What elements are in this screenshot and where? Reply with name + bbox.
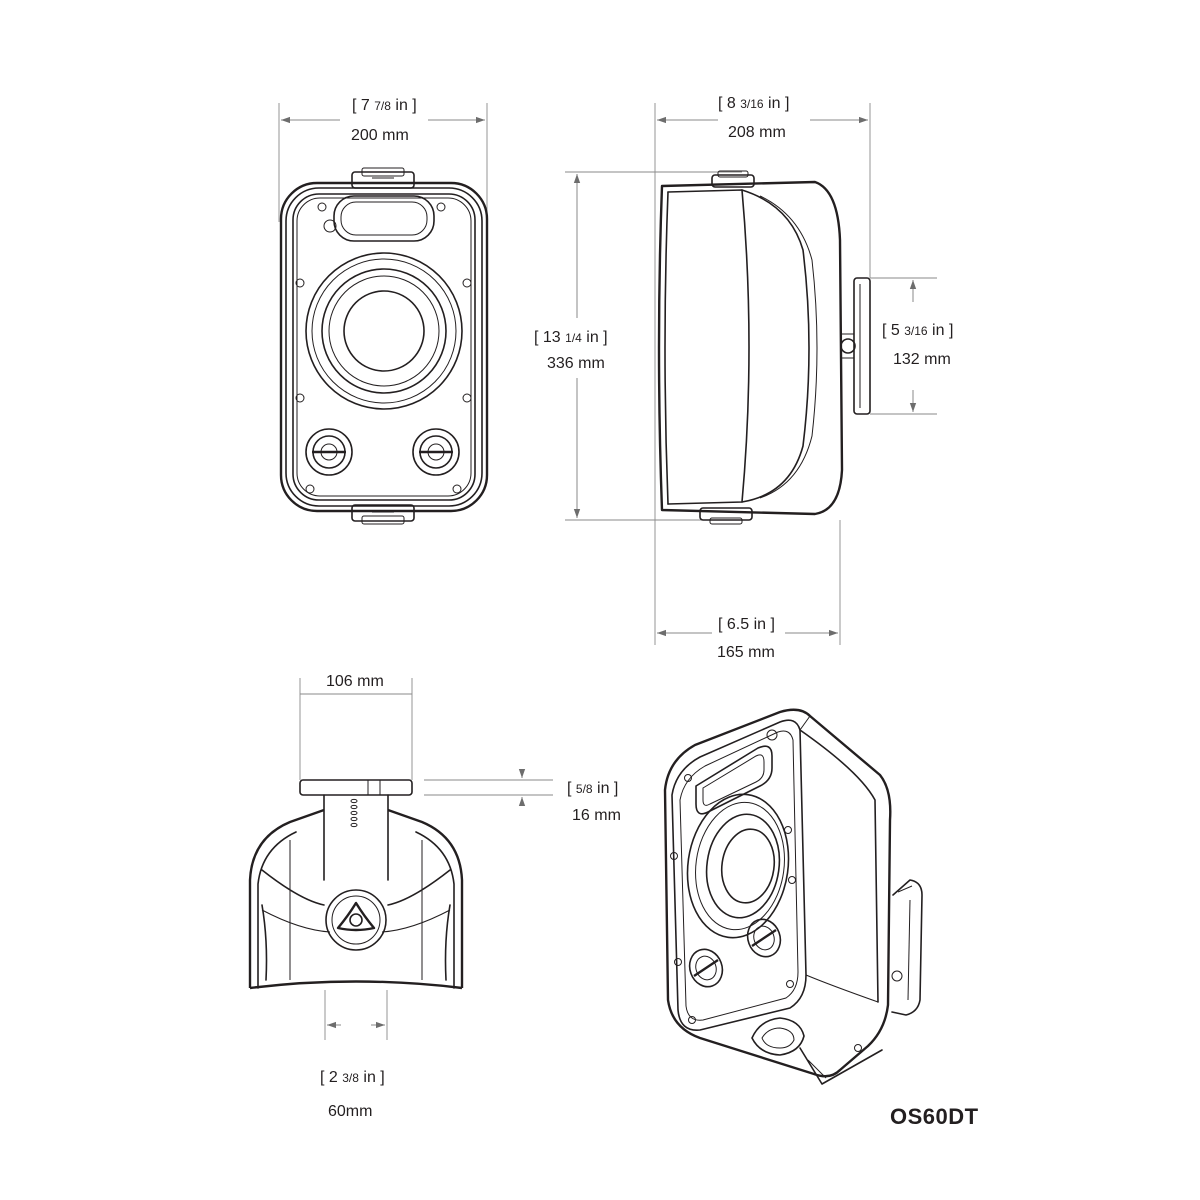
iso-screws [670,774,862,1052]
svg-text:[ 8 3/16 in ]: [ 8 3/16 in ] [718,95,789,112]
bracket-thick-metric: 16 mm [572,807,621,824]
body-depth-inch-whole: 6.5 [727,616,749,633]
isometric-view [663,708,923,1085]
side-view [565,103,937,645]
dim-bracket-thickness: [ 5/8 in ] 16 mm [567,780,621,824]
dim-side-depth: [ 8 3/16 in ] 208 mm [718,95,789,141]
bracket-inch-frac: 3/16 [904,324,928,338]
bracket-metric: 132 mm [893,351,951,368]
side-depth-metric: 208 mm [728,124,786,141]
svg-text:[ 2 3/8 in ]: [ 2 3/8 in ] [320,1069,385,1086]
front-view [278,103,489,525]
body-depth-metric: 165 mm [717,644,775,661]
bracket-hole-inch-frac: 3/8 [342,1071,359,1085]
bracket-width-metric: 106 mm [326,673,384,690]
svg-text:[ 5/8 in ]: [ 5/8 in ] [567,780,618,797]
right-knob [412,428,460,476]
svg-text:[ 7 7/8 in ]: [ 7 7/8 in ] [352,97,417,114]
dim-bracket-hole: [ 2 3/8 in ] 60mm [320,1069,385,1120]
front-screws [295,202,472,494]
iso-knob-left [688,948,724,988]
dim-height: [ 13 1/4 in ] 336 mm [534,329,608,372]
bracket-thick-inch-frac: 5/8 [576,782,593,796]
front-width-inch-whole: 7 [361,97,370,114]
iso-woofer [686,793,790,939]
woofer [305,252,463,410]
svg-text:[ 6.5 in ]: [ 6.5 in ] [718,616,775,633]
left-knob [305,428,353,476]
side-depth-inch-frac: 3/16 [740,97,764,111]
height-inch-frac: 1/4 [565,331,582,345]
bracket-hole-metric: 60mm [328,1103,372,1120]
height-metric: 336 mm [547,355,605,372]
stem-holes [350,798,358,828]
dim-bracket: [ 5 3/16 in ] 132 mm [882,322,953,368]
iso-knob-right [746,918,782,958]
bracket-inch-whole: 5 [891,322,900,339]
side-depth-inch-whole: 8 [727,95,736,112]
bracket-hole-inch-whole: 2 [329,1069,338,1086]
svg-text:[ 13 1/4 in ]: [ 13 1/4 in ] [534,329,608,346]
top-view [248,678,553,1040]
dim-bracket-width: 106 mm [326,673,384,690]
dim-body-depth: [ 6.5 in ] 165 mm [717,616,775,661]
height-inch-whole: 13 [543,329,561,346]
svg-text:[ 5 3/16 in ]: [ 5 3/16 in ] [882,322,953,339]
pivot-knob [325,889,387,951]
front-width-inch-frac: 7/8 [374,99,391,113]
model-name: OS60DT [890,1104,979,1129]
front-width-metric: 200 mm [351,127,409,144]
dim-front-width: [ 7 7/8 in ] 200 mm [351,97,417,144]
